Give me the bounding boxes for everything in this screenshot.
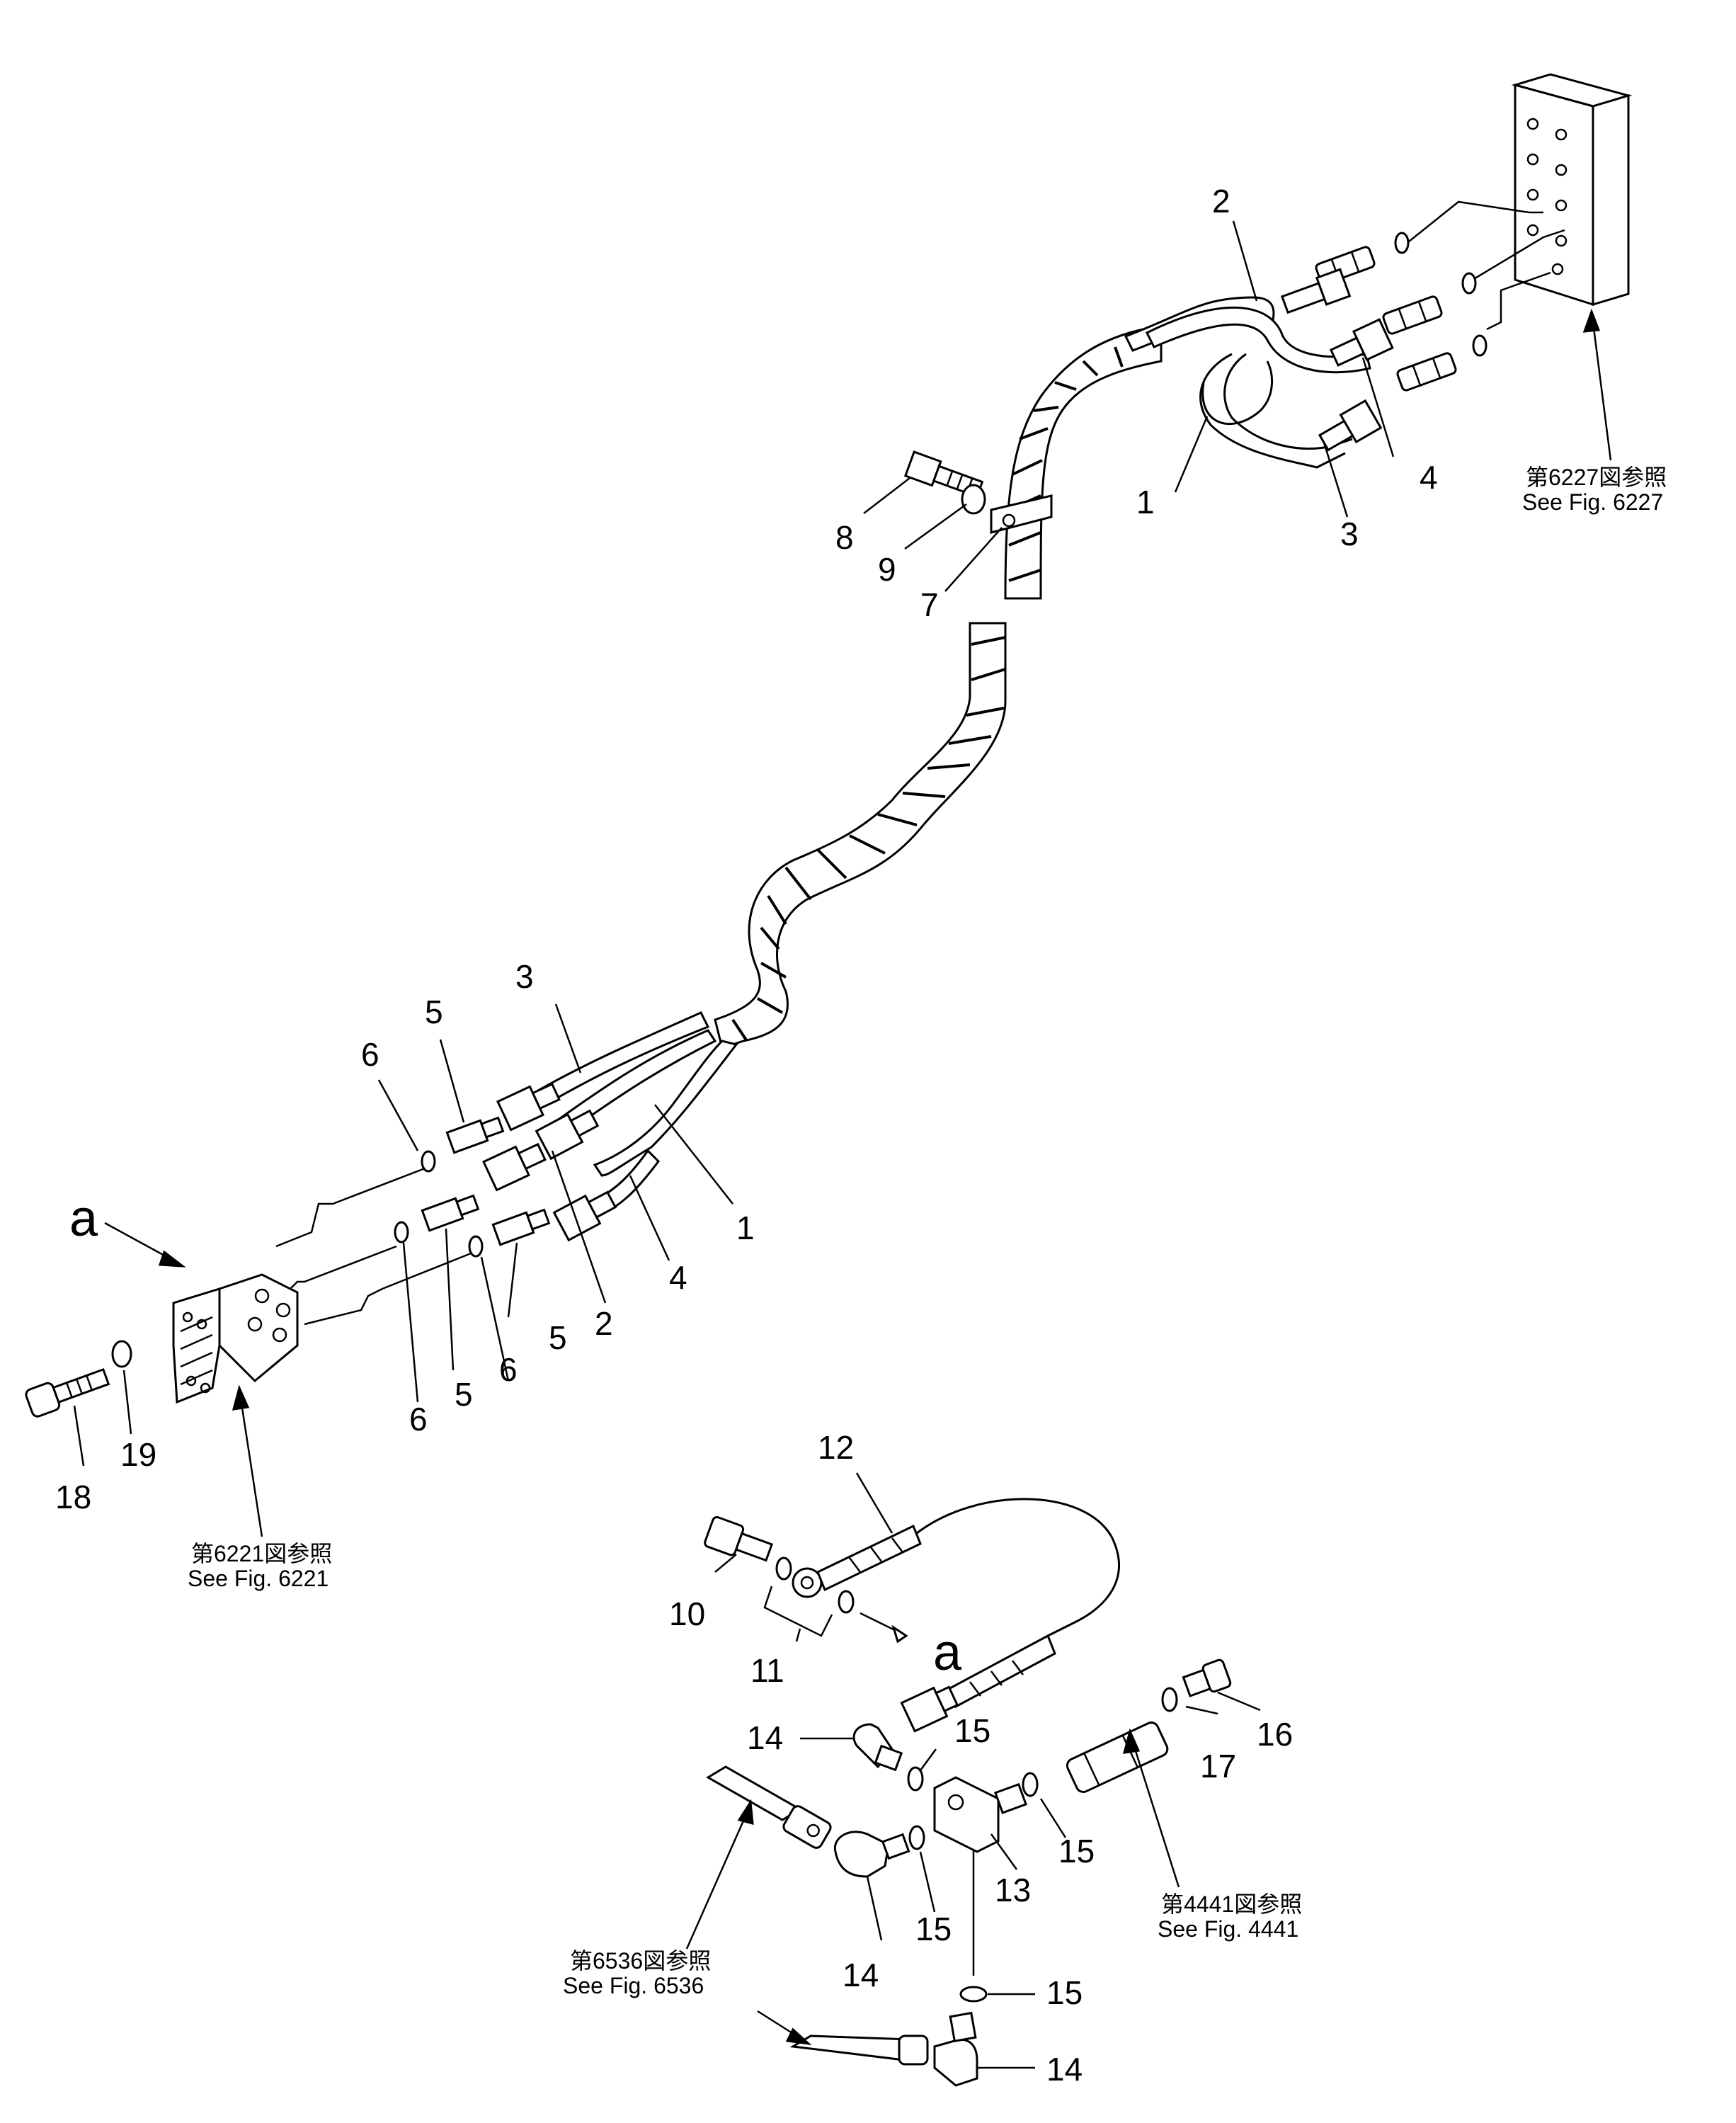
o-ring-15b [1022, 1772, 1039, 1797]
label-2-upper: 2 [1212, 183, 1230, 220]
label-6-top: 6 [361, 1036, 379, 1073]
label-16: 16 [1257, 1716, 1293, 1753]
label-5-mid: 5 [549, 1319, 567, 1356]
fitting-10 [704, 1515, 774, 1562]
label-3-lower: 3 [515, 958, 534, 995]
ref-4441-jp: 第4441図参照 [1161, 1891, 1302, 1917]
o-ring-15a [907, 1766, 924, 1792]
label-15-right: 15 [1058, 1833, 1095, 1869]
ref-6227-jp: 第6227図参照 [1526, 465, 1667, 490]
o-ring-15c [908, 1825, 925, 1850]
leader-lines [73, 220, 1395, 2069]
label-a-bottom: a [933, 1624, 962, 1681]
label-11: 11 [750, 1652, 784, 1689]
label-4-upper: 4 [1420, 459, 1438, 496]
couplings-left [394, 1116, 551, 1258]
elbow-14a [852, 1723, 903, 1772]
hoses-upper-right [1124, 268, 1394, 469]
label-2-lower: 2 [595, 1305, 613, 1342]
ref-4441-en: See Fig. 4441 [1158, 1916, 1298, 1942]
label-5-bottom: 5 [455, 1376, 473, 1413]
figure-references: 第6227図参照 See Fig. 6227 第6221図参照 See Fig.… [188, 465, 1667, 1998]
label-a-left: a [69, 1190, 98, 1247]
clamp-7 [990, 494, 1053, 534]
label-12: 12 [818, 1429, 854, 1466]
hose-bundle-main [714, 324, 1163, 1049]
label-3-upper: 3 [1340, 516, 1359, 552]
part-number-labels: 2 1 4 3 8 9 7 3 5 6 1 4 2 5 6 5 6 a 19 1… [55, 183, 1438, 2088]
o-ring-15d [959, 1986, 988, 2003]
washer-19 [111, 1340, 132, 1368]
hose-12 [792, 1498, 1120, 1733]
hoses-lower-left [482, 1011, 738, 1242]
label-15-bottom: 15 [1046, 1974, 1083, 2011]
washer-9 [961, 484, 986, 515]
valve-block-right [1511, 73, 1633, 307]
label-4-lower: 4 [669, 1259, 687, 1296]
label-6-bottom: 6 [409, 1401, 428, 1438]
ref-6536-en: See Fig. 6536 [563, 1973, 704, 1998]
coupling-4441 [1066, 1721, 1169, 1793]
ref-6221-en: See Fig. 6221 [188, 1566, 329, 1591]
label-19: 19 [120, 1436, 156, 1473]
ref-6221-jp: 第6221図参照 [191, 1541, 332, 1566]
valve-block-left [172, 1273, 299, 1404]
tee-13 [933, 1776, 1027, 1853]
label-9: 9 [878, 551, 896, 588]
label-13: 13 [995, 1872, 1031, 1908]
o-ring-17 [1161, 1687, 1178, 1712]
o-ring-11a [775, 1556, 792, 1581]
o-ring-11b [838, 1590, 855, 1614]
label-17: 17 [1200, 1748, 1236, 1785]
label-1-upper: 1 [1136, 484, 1155, 520]
ref-6536-jp: 第6536図参照 [570, 1948, 711, 1974]
label-14-bottom: 14 [1046, 2051, 1083, 2088]
label-1-lower: 1 [736, 1210, 755, 1246]
label-7: 7 [920, 586, 939, 623]
tube-6536 [706, 1765, 832, 1849]
port-leader-lines-right [1405, 200, 1565, 331]
elbow-14b [833, 1831, 910, 1878]
label-14-top: 14 [747, 1719, 783, 1756]
reference-arrows [104, 308, 1612, 2046]
port-leader-lines-left [275, 1167, 472, 1326]
bracket-11 [763, 1586, 833, 1637]
tube-6536-lower [789, 2034, 929, 2066]
label-14-mid: 14 [843, 1957, 879, 1993]
ref-6227-en: See Fig. 6227 [1522, 489, 1663, 515]
label-5-top: 5 [425, 994, 443, 1030]
label-15-mid: 15 [915, 1911, 952, 1947]
label-10: 10 [669, 1595, 705, 1632]
label-8: 8 [835, 519, 854, 556]
label-18: 18 [55, 1479, 91, 1515]
label-15-top: 15 [954, 1712, 990, 1749]
plug-16 [1182, 1658, 1232, 1697]
label-6-mid: 6 [499, 1351, 518, 1388]
elbow-14c [933, 2011, 978, 2087]
bolt-18 [25, 1367, 110, 1418]
